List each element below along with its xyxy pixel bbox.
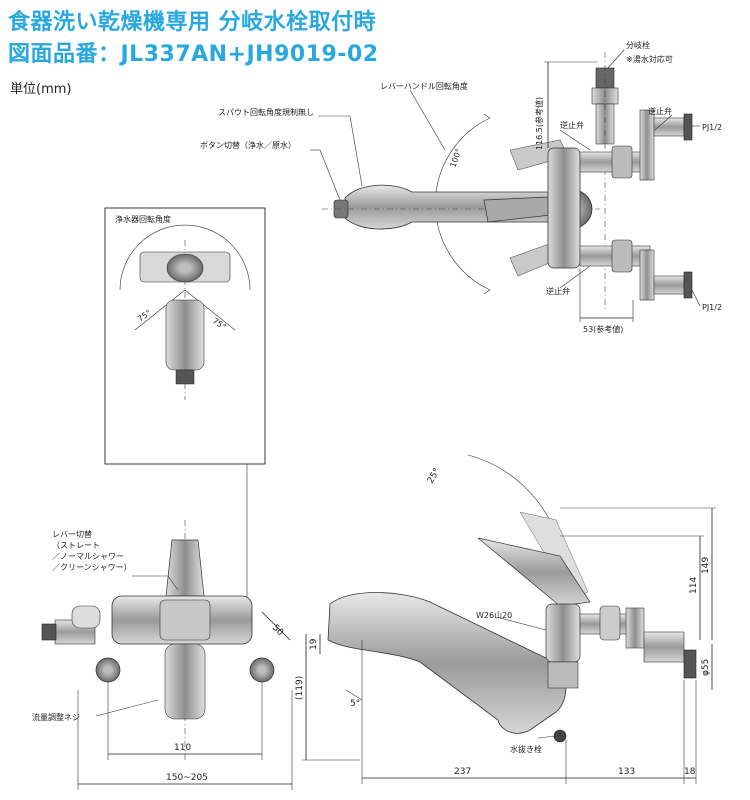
leg-left xyxy=(95,657,121,683)
dim-116-5: 116.5(参考値) xyxy=(534,97,544,150)
lever-front xyxy=(165,539,205,597)
label-hot-water-note: ※湯水対応可 xyxy=(626,54,673,64)
dim-55: φ55 xyxy=(701,659,711,676)
dim-25deg: 25° xyxy=(426,467,443,486)
dim-18: 18 xyxy=(684,767,696,777)
label-pj-bottom: PJ1/2 xyxy=(702,303,722,312)
dim-114: 114 xyxy=(689,577,699,594)
dim-149: 149 xyxy=(701,557,711,574)
valve-body-top xyxy=(547,147,581,269)
label-flow-adjust: 流量調整ネジ xyxy=(32,712,80,722)
lever-side xyxy=(477,537,591,607)
label-check-valve-3: 逆止弁 xyxy=(546,286,570,296)
label-lever-rotation: レバーハンドル回転角度 xyxy=(380,81,468,91)
inset-title: 浄水器回転角度 xyxy=(115,214,171,224)
front-view xyxy=(41,464,293,790)
filter-front xyxy=(164,643,206,720)
dim-5deg: 5° xyxy=(350,699,360,709)
drawing-title-line2: 図面品番：JL337AN+JH9019-02 xyxy=(8,42,379,67)
label-check-valve-1: 逆止弁 xyxy=(560,120,584,130)
label-lever-switch-2: （ストレート xyxy=(52,541,100,550)
label-branch-valve: 分岐栓 xyxy=(626,40,650,50)
dim-19: 19 xyxy=(309,638,319,650)
dim-110: 110 xyxy=(174,743,191,753)
dim-53: 53(参考値) xyxy=(583,324,623,334)
drawing-title-line1: 食器洗い乾燥機専用 分岐水栓取付時 xyxy=(8,10,377,35)
leg-right xyxy=(249,657,275,683)
spout-side xyxy=(327,592,567,734)
filter-cartridge xyxy=(165,299,205,371)
dim-133: 133 xyxy=(618,767,635,777)
label-spout-rotation: スパウト回転角度規制無し xyxy=(218,107,314,117)
dim-50: 50 xyxy=(270,623,285,638)
top-view xyxy=(310,49,701,322)
label-lever-switch-3: ／ノーマルシャワー xyxy=(52,552,124,561)
label-angle-100: 100° xyxy=(448,147,463,168)
label-pj-top: PJ1/2 xyxy=(702,123,722,132)
dim-119: (119) xyxy=(295,676,305,700)
side-view xyxy=(302,454,716,784)
label-check-valve-2: 逆止弁 xyxy=(648,106,672,116)
label-lever-switch-4: ／クリーンシャワー） xyxy=(52,563,132,572)
unit-label: 単位(mm) xyxy=(10,82,72,97)
label-lever-switch-1: レバー切替 xyxy=(52,529,92,539)
dim-237: 237 xyxy=(454,767,471,777)
filter-inset xyxy=(104,207,266,465)
dim-150-205: 150~205 xyxy=(166,773,208,783)
label-button-switch: ボタン切替（浄水／原水） xyxy=(200,140,296,150)
valve-body-side xyxy=(545,603,581,663)
label-drain-plug: 水抜き栓 xyxy=(510,744,542,754)
label-w26: W26山20 xyxy=(476,610,512,620)
